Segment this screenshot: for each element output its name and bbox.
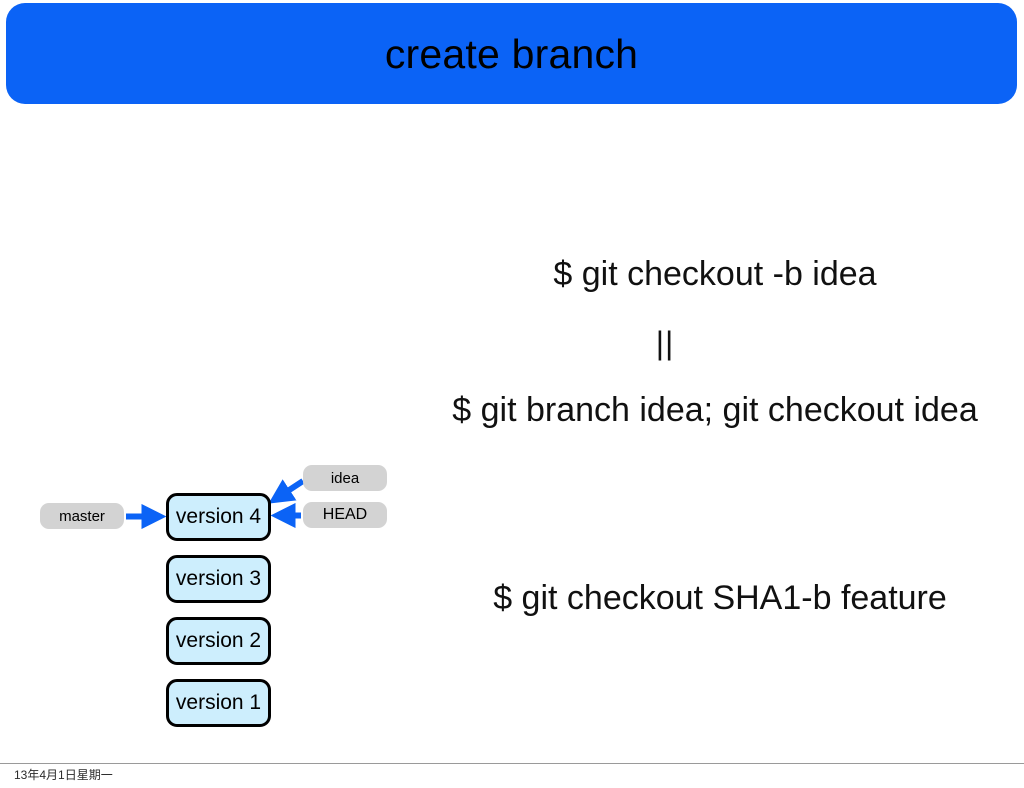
command-line-checkout-sha1: $ git checkout SHA1-b feature [493,579,947,617]
footer-date: 13年4月1日星期一 [14,768,113,782]
slide-title-banner: create branch [6,3,1017,104]
ref-label-head[interactable]: HEAD [303,502,387,528]
commit-node-version-3[interactable]: version 3 [166,555,271,603]
arrow-idea-to-version4 [268,478,305,504]
page-title: create branch [384,31,639,77]
ref-label-master[interactable]: master [40,503,124,529]
command-line-checkout-b: $ git checkout -b idea [553,255,877,293]
commit-graph-diagram: version 4 version 3 version 2 version 1 … [0,0,420,760]
commit-node-version-2[interactable]: version 2 [166,617,271,665]
ref-label-idea[interactable]: idea [303,465,387,491]
commit-node-version-4[interactable]: version 4 [166,493,271,541]
command-line-branch-then-checkout: $ git branch idea; git checkout idea [452,391,978,429]
commit-node-version-1[interactable]: version 1 [166,679,271,727]
command-equivalence-operator: || [655,325,675,361]
footer-divider [0,763,1024,764]
